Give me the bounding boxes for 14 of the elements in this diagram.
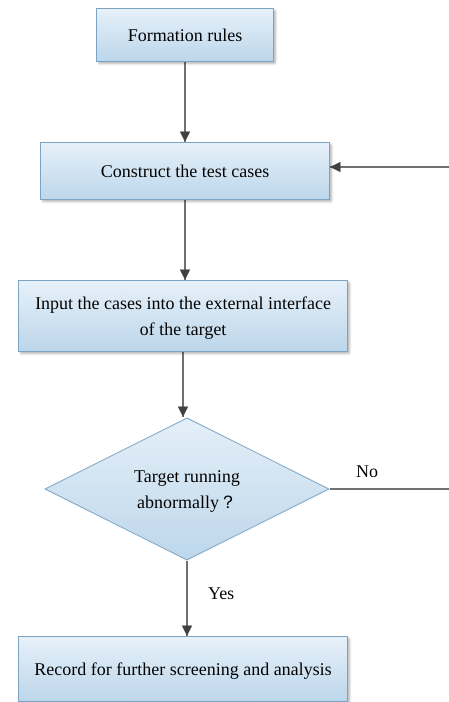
process-box <box>18 636 348 702</box>
arrow <box>182 561 192 636</box>
arrow <box>330 162 449 172</box>
arrow <box>178 352 188 417</box>
process-box <box>18 280 348 352</box>
process-box <box>96 8 274 62</box>
process-text: Construct the test cases <box>100 160 270 183</box>
process-text: Record for further screening and analysis <box>34 658 332 681</box>
process-text: Formation rules <box>128 24 242 47</box>
arrow <box>180 200 190 280</box>
decision-text: Target running abnormally？ <box>133 465 241 514</box>
process-box <box>40 142 330 200</box>
process-text: Input the cases into the external interface of the target <box>34 292 332 341</box>
arrow <box>180 62 190 142</box>
